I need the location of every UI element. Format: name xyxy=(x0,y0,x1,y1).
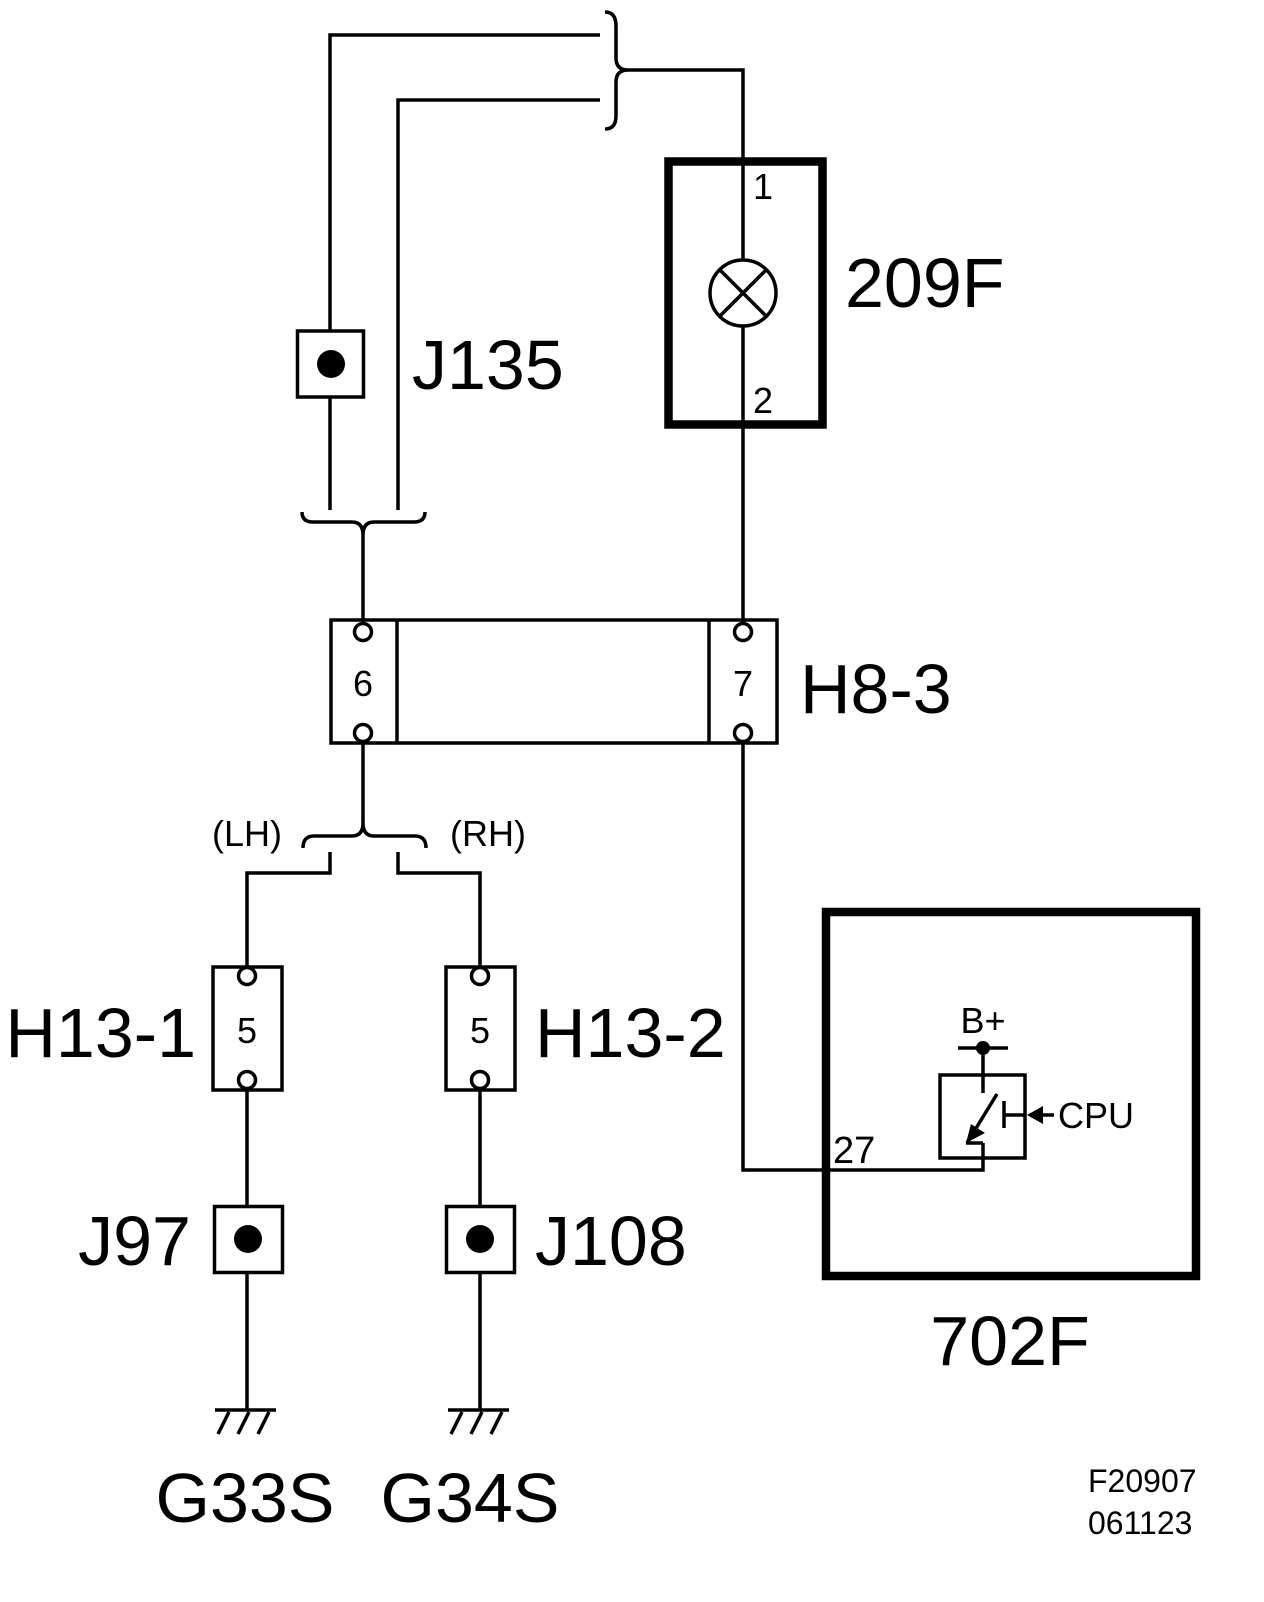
ground-left-hatch-3 xyxy=(256,1411,271,1435)
wire-top-1 xyxy=(328,33,600,331)
h8-3-pin6-bottom xyxy=(352,722,374,744)
lamp-icon xyxy=(708,258,778,328)
ground-right-hatch-3 xyxy=(489,1411,504,1435)
lamp-pin-bottom: 2 xyxy=(753,380,773,421)
ground-left-label: G33S xyxy=(156,1459,335,1537)
h8-3-pin6-top xyxy=(352,621,374,643)
j97-dot xyxy=(234,1225,262,1253)
lamp-cross-b xyxy=(718,268,768,318)
branch-right-label: (RH) xyxy=(450,813,526,854)
h8-3-pin7-bottom xyxy=(732,722,754,744)
ground-left-hatch-1 xyxy=(216,1411,231,1435)
electronic-switch-icon xyxy=(938,1073,1027,1160)
h13-1-label: H13-1 xyxy=(5,994,196,1072)
ground-left-hatch-2 xyxy=(236,1411,251,1435)
h8-3-pin-right: 7 xyxy=(733,663,753,704)
j97-label: J97 xyxy=(78,1202,191,1280)
cpu-label: CPU xyxy=(1058,1095,1134,1136)
splice-icon xyxy=(212,1204,285,1275)
wire-branch-left xyxy=(245,852,332,967)
cpu-arrow-icon xyxy=(1027,1106,1054,1124)
date-code: 061123 xyxy=(1088,1505,1192,1541)
j108-dot xyxy=(466,1225,494,1253)
bundle-brace-middle xyxy=(300,511,427,536)
ground-right-hatch-1 xyxy=(449,1411,464,1435)
lamp-pin-top: 1 xyxy=(753,166,773,207)
ground-icon xyxy=(448,1408,509,1435)
branch-left-label: (LH) xyxy=(212,813,282,854)
cpu-arrowhead xyxy=(1027,1106,1043,1124)
lamp-unit-box xyxy=(664,157,827,429)
h13-1-pin-bottom xyxy=(236,1069,258,1091)
ground-right-hatch-2 xyxy=(469,1411,484,1435)
ground-icon xyxy=(215,1408,276,1435)
j97-box xyxy=(212,1204,285,1275)
wire-to-lamp xyxy=(628,68,745,260)
branch-brace xyxy=(301,822,428,849)
j135-dot xyxy=(317,350,345,378)
j108-label: J108 xyxy=(535,1202,687,1280)
control-unit-pin: 27 xyxy=(833,1130,875,1172)
wire-pin7-to-control-unit xyxy=(741,742,985,1172)
h13-2-label: H13-2 xyxy=(535,994,726,1072)
connector-icon xyxy=(329,618,779,745)
ground-right-label: G34S xyxy=(381,1459,560,1537)
h8-3-pin7-top xyxy=(732,621,754,643)
wire-branch-right xyxy=(396,852,482,967)
h8-3-body xyxy=(329,618,779,745)
bundle-brace-top xyxy=(604,10,629,131)
figure-code: F20907 xyxy=(1088,1463,1197,1499)
splice-icon xyxy=(444,1204,517,1275)
h8-3-pin-left: 6 xyxy=(353,663,373,704)
j108-box xyxy=(444,1204,517,1275)
j135-label: J135 xyxy=(412,326,564,404)
control-unit-label: 702F xyxy=(930,1302,1090,1380)
h13-1-pin: 5 xyxy=(237,1010,257,1051)
lamp-unit-label: 209F xyxy=(845,244,1005,322)
h8-3-label: H8-3 xyxy=(800,650,952,728)
h13-1-pin-top xyxy=(236,965,258,987)
switch-arrowhead xyxy=(966,1124,985,1143)
h13-2-pin-top xyxy=(469,965,491,987)
h13-2-pin-bottom xyxy=(469,1069,491,1091)
supply-label: B+ xyxy=(960,1000,1005,1041)
wire-top-2 xyxy=(396,98,600,510)
splice-icon xyxy=(295,329,366,399)
h13-2-pin: 5 xyxy=(470,1010,490,1051)
control-unit-box xyxy=(821,907,1201,1281)
